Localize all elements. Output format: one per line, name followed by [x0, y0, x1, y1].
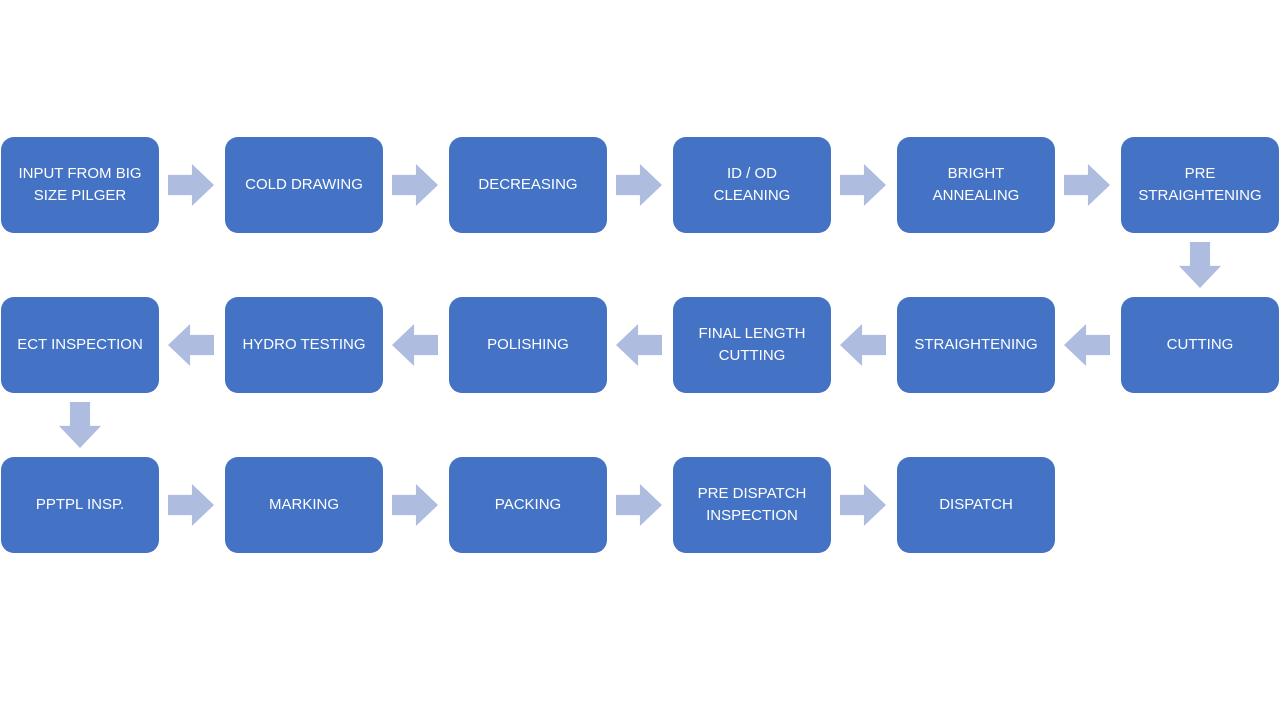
- flow-step-bright-annealing: BRIGHT ANNEALING: [897, 137, 1055, 233]
- flow-step-marking: MARKING: [225, 457, 383, 553]
- flow-step-pre-straightening: PRE STRAIGHTENING: [1121, 137, 1279, 233]
- arrow-left-icon: [840, 324, 886, 366]
- flow-step-straightening: STRAIGHTENING: [897, 297, 1055, 393]
- arrow-right-icon: [1064, 164, 1110, 206]
- flow-step-pre-dispatch-inspection: PRE DISPATCH INSPECTION: [673, 457, 831, 553]
- arrow-right-icon: [392, 164, 438, 206]
- arrow-down-icon: [1179, 242, 1221, 288]
- flow-step-input-from-big-size-pilger: INPUT FROM BIG SIZE PILGER: [1, 137, 159, 233]
- arrow-right-icon: [616, 484, 662, 526]
- arrow-right-icon: [840, 484, 886, 526]
- flow-step-polishing: POLISHING: [449, 297, 607, 393]
- arrow-down-icon: [59, 402, 101, 448]
- arrow-right-icon: [392, 484, 438, 526]
- arrow-right-icon: [840, 164, 886, 206]
- flow-step-id-od-cleaning: ID / OD CLEANING: [673, 137, 831, 233]
- flow-step-ect-inspection: ECT INSPECTION: [1, 297, 159, 393]
- arrow-left-icon: [1064, 324, 1110, 366]
- flow-step-packing: PACKING: [449, 457, 607, 553]
- arrow-left-icon: [168, 324, 214, 366]
- arrow-left-icon: [616, 324, 662, 366]
- flow-step-pptpl-insp: PPTPL INSP.: [1, 457, 159, 553]
- flow-step-final-length-cutting: FINAL LENGTH CUTTING: [673, 297, 831, 393]
- flow-step-hydro-testing: HYDRO TESTING: [225, 297, 383, 393]
- arrow-right-icon: [168, 484, 214, 526]
- flow-step-cold-drawing: COLD DRAWING: [225, 137, 383, 233]
- arrow-right-icon: [168, 164, 214, 206]
- flow-step-cutting: CUTTING: [1121, 297, 1279, 393]
- flow-step-decreasing: DECREASING: [449, 137, 607, 233]
- arrow-right-icon: [616, 164, 662, 206]
- flow-step-dispatch: DISPATCH: [897, 457, 1055, 553]
- arrow-left-icon: [392, 324, 438, 366]
